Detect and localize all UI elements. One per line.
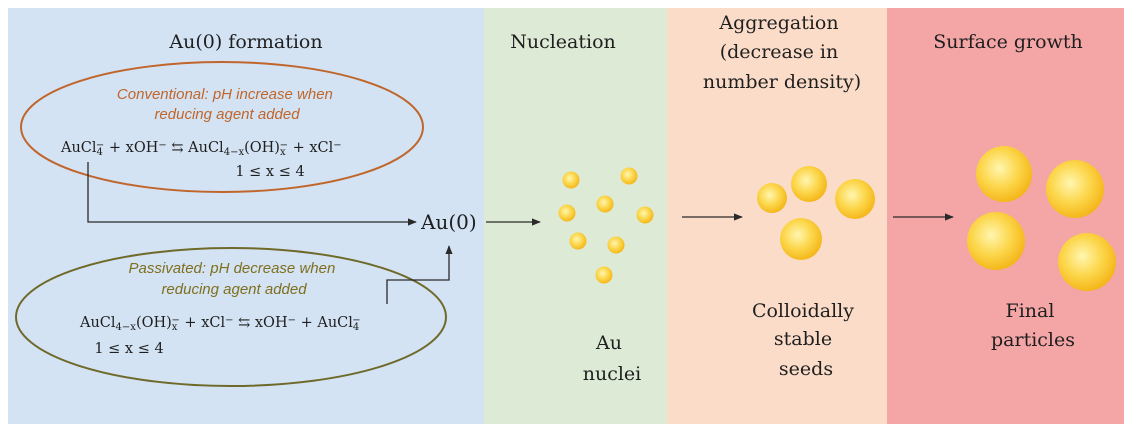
nuclei-label-line-2: nuclei: [583, 363, 642, 385]
nucleus-particle: [636, 206, 654, 224]
panel-formation: [8, 8, 484, 424]
passivated-note-line-2: reducing agent added: [161, 281, 307, 298]
final-label-line-1: Final: [1006, 300, 1055, 322]
nucleus-particle: [607, 236, 625, 254]
aggregation-title-line-1: Aggregation: [718, 12, 838, 34]
nuclei-label: Au nuclei: [583, 332, 642, 385]
seeds-label: Colloidally stable seeds: [752, 300, 860, 380]
final-label-line-2: particles: [991, 329, 1075, 351]
passivated-note-line-1: Passivated: pH decrease when: [129, 260, 336, 277]
seeds-label-line-1: Colloidally: [752, 300, 854, 322]
nucleus-particle: [562, 171, 580, 189]
nucleus-particle: [620, 167, 638, 185]
panel-nucleation: [484, 8, 667, 424]
nuclei-label-line-1: Au: [595, 332, 622, 354]
final-particle: [976, 146, 1032, 202]
seeds-label-line-3: seeds: [779, 358, 833, 380]
seed-particle: [757, 183, 787, 213]
final-particles-label: Final particles: [991, 300, 1075, 351]
conventional-equation: AuCl4− + xOH− ⇆ AuCl4−x(OH)x− + xCl−: [60, 140, 342, 158]
formation-title: Au(0) formation: [168, 31, 322, 53]
nucleus-particle: [595, 266, 613, 284]
seed-particle: [835, 179, 875, 219]
conventional-note-line-2: reducing agent added: [154, 106, 300, 123]
final-particle: [967, 212, 1025, 270]
seed-particle: [780, 218, 822, 260]
au0-label: Au(0): [420, 210, 477, 234]
conventional-note-line-1: Conventional: pH increase when: [117, 86, 333, 103]
seed-particle: [791, 166, 827, 202]
final-particle: [1058, 233, 1116, 291]
nucleus-particle: [558, 204, 576, 222]
conventional-condition: 1 ≤ x ≤ 4: [235, 164, 304, 180]
seeds-label-line-2: stable: [774, 328, 832, 350]
conventional-ellipse: [20, 61, 424, 193]
aggregation-title-line-3: number density): [703, 71, 861, 93]
final-particle: [1046, 160, 1104, 218]
passivated-note: Passivated: pH decrease when reducing ag…: [129, 260, 340, 298]
aggregation-title-line-2: (decrease in: [720, 41, 838, 63]
nucleus-particle: [569, 232, 587, 250]
nucleus-particle: [596, 195, 614, 213]
passivated-equation: AuCl4−x(OH)x− + xCl− ⇆ xOH− + AuCl4−: [79, 315, 361, 333]
aggregation-title: Aggregation (decrease in number density): [703, 12, 861, 93]
passivated-ellipse: [15, 247, 447, 387]
nucleation-title: Nucleation: [510, 31, 616, 53]
passivated-condition: 1 ≤ x ≤ 4: [94, 341, 163, 357]
growth-title: Surface growth: [933, 31, 1082, 53]
conventional-to-au0-arrow: [87, 162, 417, 226]
conventional-note: Conventional: pH increase when reducing …: [117, 86, 337, 123]
passivated-to-au0-arrow: [386, 245, 453, 304]
